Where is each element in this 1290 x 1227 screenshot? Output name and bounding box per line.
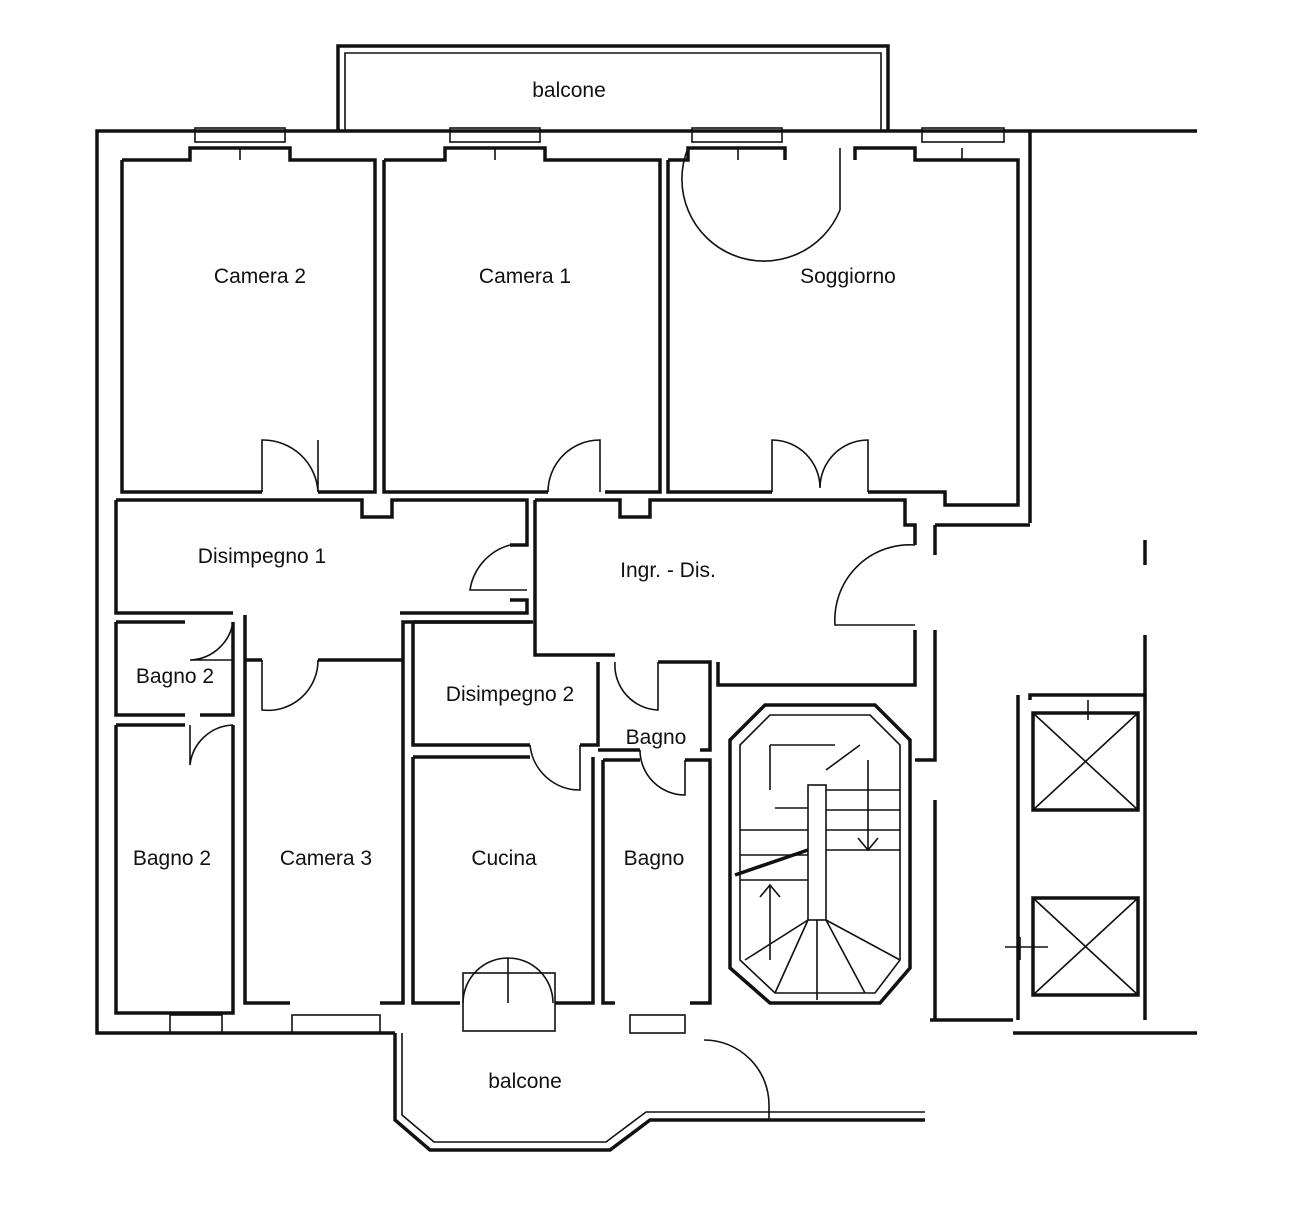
room-label-camera-2: Camera 2 (213, 265, 307, 288)
room-label-bagno-upper: Bagno (625, 726, 687, 749)
room-label-ingresso: Ingr. - Dis. (620, 559, 716, 582)
windows-top (194, 127, 1005, 143)
room-label-disimpegno-1: Disimpegno 1 (197, 545, 327, 568)
room-label-soggiorno: Soggiorno (800, 265, 896, 288)
room-label-disimpegno-2: Disimpegno 2 (445, 683, 575, 706)
room-label-balcone-bottom: balcone (488, 1070, 562, 1093)
room-label-balcone-top: balcone (532, 79, 606, 102)
outer-walls (95, 129, 1197, 1035)
door-swings (189, 147, 963, 1120)
room-label-camera-3: Camera 3 (279, 847, 373, 870)
balcony-bottom (393, 1033, 925, 1152)
elevators (1005, 695, 1147, 1020)
room-label-bagno-lower: Bagno (623, 847, 685, 870)
room-label-bagno-2-small: Bagno 2 (135, 665, 215, 688)
staircase (728, 703, 912, 1005)
room-label-bagno-2-large: Bagno 2 (132, 847, 212, 870)
balcony-top (336, 44, 890, 131)
room-label-cucina: Cucina (471, 847, 537, 870)
room-label-camera-1: Camera 1 (478, 265, 572, 288)
